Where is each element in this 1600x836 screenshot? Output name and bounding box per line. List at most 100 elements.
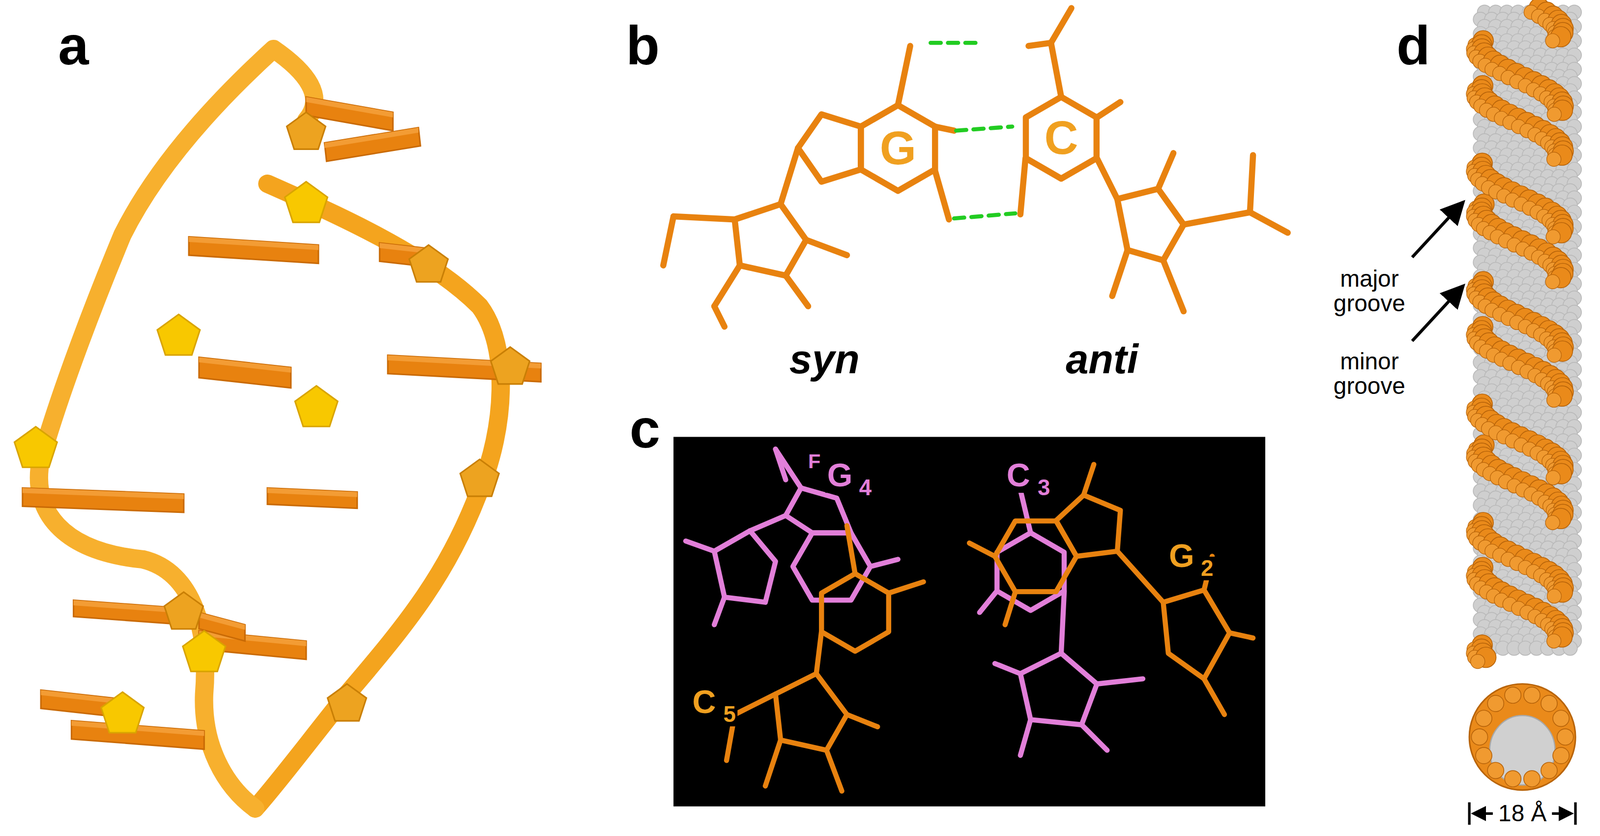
conformation-label: syn <box>789 337 860 381</box>
end-view-atom <box>1541 761 1558 779</box>
bond <box>1112 250 1128 296</box>
bond <box>1050 8 1072 44</box>
base-name: C <box>1044 113 1078 163</box>
end-view-atom <box>1552 747 1570 764</box>
residue-label: C <box>1005 458 1032 493</box>
bond <box>1097 158 1118 200</box>
dna-cartoon <box>14 49 541 809</box>
bond <box>1163 260 1184 312</box>
base-slab-top <box>267 487 358 497</box>
base-name: G <box>879 123 917 173</box>
residue-label: G <box>1167 538 1196 574</box>
panel-letter: d <box>1396 17 1430 76</box>
helix-model <box>1466 0 1582 790</box>
bond <box>1250 155 1253 213</box>
backbone-tube <box>38 49 315 809</box>
ring <box>714 530 776 602</box>
bond <box>969 542 995 556</box>
bond <box>816 631 822 674</box>
end-view <box>1469 683 1576 790</box>
bond <box>1183 212 1251 225</box>
backbone-atom <box>1546 348 1562 363</box>
bond <box>775 448 786 480</box>
panel-letter: b <box>626 17 660 76</box>
groove-label: major groove <box>1333 266 1406 316</box>
bond <box>765 739 781 786</box>
bond <box>714 306 725 327</box>
bond <box>673 216 735 220</box>
bond <box>785 275 809 306</box>
end-view-atom <box>1504 686 1521 703</box>
bond <box>1050 42 1062 97</box>
ring <box>797 114 861 182</box>
panel-letter: c <box>629 399 661 458</box>
end-view-atom <box>1504 770 1521 787</box>
ring <box>1163 589 1230 679</box>
conformation-label: anti <box>1065 337 1139 381</box>
bond <box>1005 591 1016 625</box>
hydrogen-bond <box>956 126 1013 131</box>
ring <box>821 573 889 652</box>
residue-label: G <box>825 458 855 493</box>
backbone-atom <box>1546 107 1562 122</box>
sugar-pentagon <box>491 347 530 384</box>
bond <box>934 169 949 220</box>
end-view-atom <box>1471 728 1488 745</box>
end-view-atom <box>1475 747 1492 764</box>
groove-arrows <box>1412 202 1464 341</box>
bond <box>934 126 954 131</box>
end-view-atom <box>1475 709 1492 727</box>
sugar-pentagon <box>14 426 58 468</box>
residue-number: 5 <box>722 702 738 727</box>
sugar-pentagon <box>157 314 201 355</box>
bond <box>1097 102 1121 118</box>
sugar-pentagon <box>101 691 145 733</box>
ring <box>785 487 851 533</box>
ring <box>775 673 847 751</box>
bond <box>1229 632 1253 638</box>
sugar-pentagon <box>164 591 204 629</box>
bond <box>775 448 802 488</box>
backbone-atom <box>1470 654 1485 669</box>
backbone-tube <box>255 183 501 809</box>
end-view-atom <box>1487 761 1504 779</box>
backbone-atom <box>1546 588 1562 604</box>
residue-number: 2 <box>1199 556 1215 581</box>
ring <box>1056 494 1121 557</box>
base-slab <box>324 127 421 161</box>
sugar-pentagon <box>294 385 338 427</box>
sugar-pentagon <box>327 683 367 721</box>
residue-number: 4 <box>857 475 873 500</box>
residue-prefix: F <box>806 450 822 473</box>
bond <box>846 525 856 574</box>
base-slab <box>188 236 319 264</box>
base-pair-sticks <box>663 8 1288 327</box>
end-view-atom <box>1557 728 1574 745</box>
backbone-atom <box>1546 392 1562 408</box>
bond <box>1020 719 1031 756</box>
bond <box>714 265 740 307</box>
hydrogen-bond <box>930 40 982 45</box>
backbone-atom <box>1545 274 1560 289</box>
ring <box>1025 96 1097 179</box>
bond <box>870 558 899 567</box>
bond <box>734 693 776 715</box>
sugar-pentagon <box>182 630 226 672</box>
base-slab-top <box>306 96 393 118</box>
bond <box>685 540 715 552</box>
end-view-atom <box>1541 695 1558 712</box>
bond <box>750 515 786 531</box>
bond <box>1250 212 1288 233</box>
bond <box>826 750 842 791</box>
base-slab <box>22 487 184 513</box>
bond <box>780 147 798 204</box>
bond <box>1081 724 1107 751</box>
scale-label: 18 Å <box>1498 800 1547 826</box>
bond <box>1020 158 1026 215</box>
bond <box>1061 590 1065 654</box>
backbone-atom <box>1545 470 1561 485</box>
backbone-atom <box>1545 33 1560 48</box>
hydrogen-bond <box>954 213 1016 219</box>
bond <box>1158 152 1174 189</box>
